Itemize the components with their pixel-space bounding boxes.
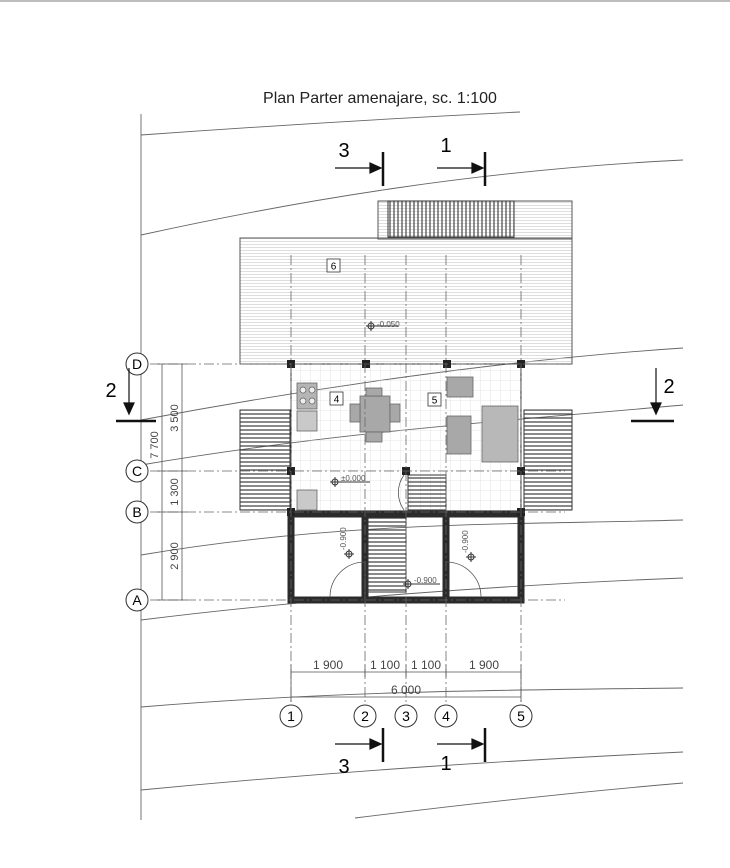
section-label-3-top: 3 — [338, 140, 349, 162]
section-label-1-top: 1 — [440, 135, 451, 157]
dim-span-3-4: 1 100 — [411, 658, 441, 672]
room-tag-living: 5 — [432, 396, 438, 407]
dim-total-vertical: 7 700 — [149, 431, 161, 459]
dim-span-1-2: 1 900 — [313, 658, 343, 672]
axis-label-5: 5 — [517, 708, 525, 724]
dim-span-4-5: 1 900 — [469, 658, 499, 672]
vertical-dimension-lines — [157, 363, 187, 601]
doors — [329, 474, 482, 598]
axis-label-2: 2 — [361, 708, 369, 724]
grid-axes — [150, 255, 565, 705]
level-left-room: -0.900 — [339, 527, 348, 550]
axis-label-3: 3 — [402, 708, 410, 724]
level-right-room: -0.900 — [461, 530, 470, 553]
section-label-1-bottom: 1 — [440, 753, 451, 775]
dim-span-2-3: 1 100 — [370, 658, 400, 672]
drawing-title: Plan Parter amenajare, sc. 1:100 — [263, 90, 497, 107]
furniture — [296, 376, 519, 511]
level-terrace: -0.050 — [377, 320, 400, 329]
section-label-3-bottom: 3 — [338, 756, 349, 778]
room-tag-boxes — [326, 258, 442, 407]
axis-label-c: C — [132, 463, 142, 479]
axis-label-d: D — [132, 356, 142, 372]
basement-stair — [367, 517, 407, 593]
axis-label-4: 4 — [442, 708, 450, 724]
dim-c-b: 1 300 — [169, 478, 181, 506]
dim-d-c: 3 500 — [169, 404, 181, 432]
level-floor: ±0.000 — [341, 474, 366, 483]
dim-total-horizontal: 6 000 — [391, 683, 421, 697]
axis-label-a: A — [132, 592, 142, 608]
dim-b-a: 2 900 — [169, 542, 181, 570]
entry-stair-top — [387, 200, 515, 238]
room-tag-kitchen: 4 — [334, 395, 340, 406]
column-axis-bubbles — [279, 704, 533, 728]
axis-label-1: 1 — [287, 708, 295, 724]
room-tag-terrace: 6 — [331, 262, 337, 273]
side-stair-left — [239, 409, 291, 511]
section-markers — [116, 152, 674, 762]
side-stair-right — [523, 409, 573, 511]
row-axis-bubbles — [125, 352, 149, 612]
top-border — [0, 0, 730, 2]
level-stair-landing: -0.900 — [414, 576, 437, 585]
section-label-2-right: 2 — [663, 376, 674, 398]
section-label-2-left: 2 — [105, 380, 116, 402]
interior-stair — [407, 474, 447, 512]
horizontal-dimension-lines — [290, 665, 522, 702]
level-markers — [330, 321, 476, 589]
axis-label-b: B — [132, 504, 141, 520]
